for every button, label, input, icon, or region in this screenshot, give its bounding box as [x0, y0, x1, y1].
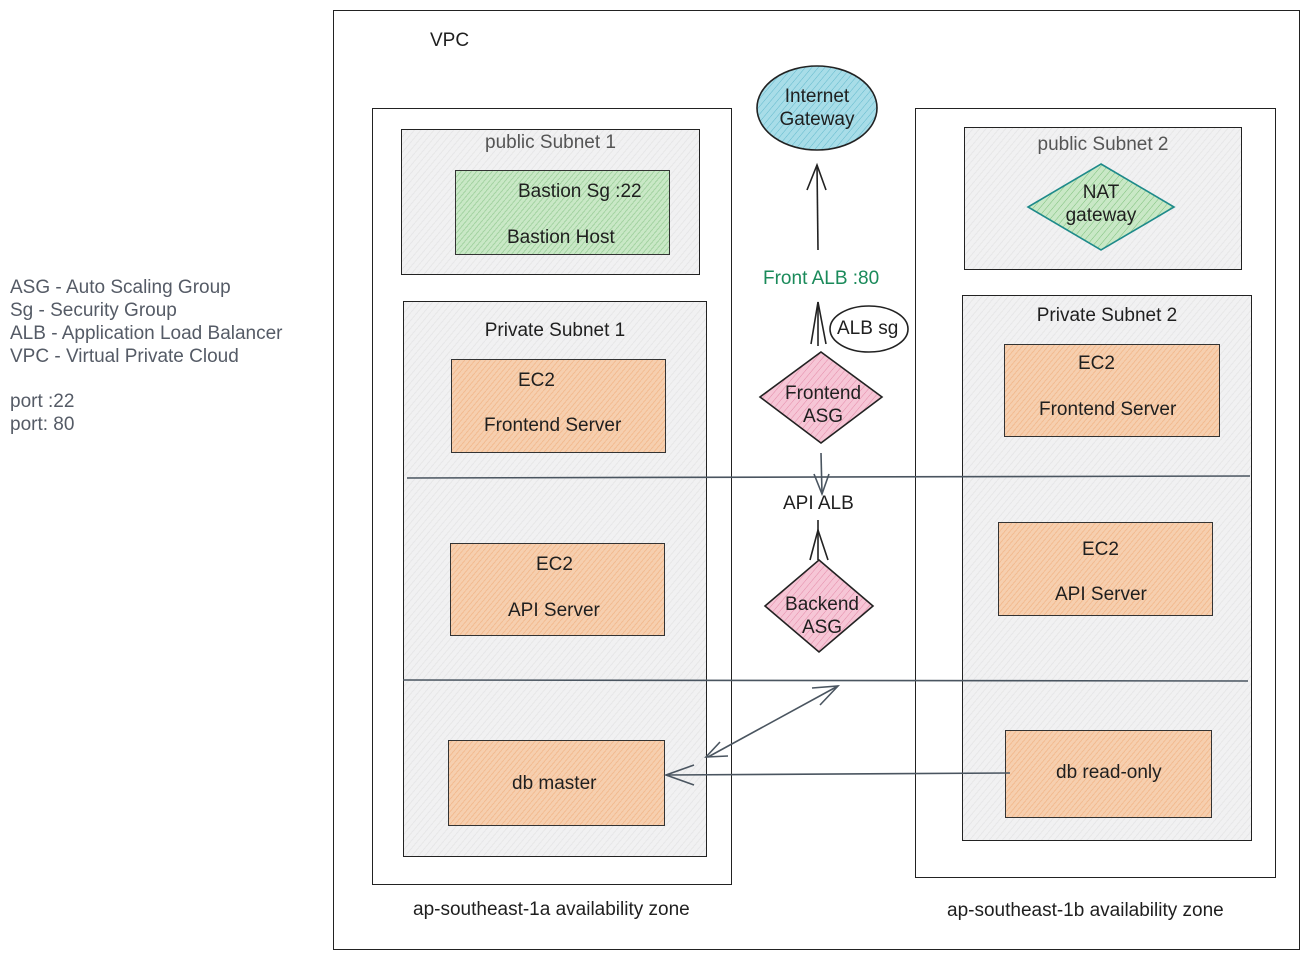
vpc-container [333, 10, 1300, 950]
legend-port-22: port :22 [10, 391, 75, 412]
frontend-asg-label: Frontend ASG [763, 382, 883, 428]
private-subnet-2-label: Private Subnet 2 [1036, 305, 1178, 326]
legend-alb: ALB - Application Load Balancer [10, 323, 283, 344]
arrowhead-api-alb [813, 473, 830, 497]
internet-gateway-line1: Internet [784, 86, 850, 107]
legend-port-80: port: 80 [10, 414, 75, 435]
legend-asg: ASG - Auto Scaling Group [10, 277, 231, 298]
db-read-only: db read-only [1005, 730, 1212, 818]
db-master: db master [448, 740, 665, 826]
frontend-server-b: EC2 Frontend Server [1004, 344, 1220, 437]
nat-gateway-shape [1026, 163, 1176, 251]
bastion-box: Bastion Sg :22 Bastion Host [455, 170, 670, 255]
legend-sg: Sg - Security Group [10, 300, 177, 321]
alb-sg-label: ALB sg [837, 318, 899, 339]
api-alb-label: API ALB [783, 493, 854, 514]
frontend-ec2-b-label: EC2 [1078, 353, 1115, 374]
public-subnet-1-label: public Subnet 1 [485, 132, 616, 153]
frontend-asg-shape [758, 351, 884, 445]
arrow-to-internet-gateway [816, 164, 819, 251]
nat-gateway-line1: NAT [1082, 182, 1120, 203]
backend-asg-label: Backend ASG [762, 593, 882, 639]
api-ec2-b-label: EC2 [1082, 539, 1119, 560]
front-alb-label: Front ALB :80 [763, 268, 880, 289]
arrowhead-db-master-top [704, 741, 729, 758]
zone-a-container [372, 108, 732, 885]
backend-asg-line1: Backend [785, 594, 859, 615]
arrow-replication [665, 772, 1011, 776]
arrowhead-front-alb [810, 301, 827, 345]
zone-b-container [915, 108, 1276, 878]
zone-a-label: ap-southeast-1a availability zone [413, 899, 690, 920]
db-read-only-label: db read-only [1056, 762, 1162, 783]
backend-asg-line2: ASG [801, 617, 843, 638]
public-subnet-2-label: public Subnet 2 [1037, 134, 1169, 155]
tier-divider-2 [402, 679, 1249, 682]
arrowhead-replication [663, 764, 695, 786]
internet-gateway-label: Internet Gateway [757, 85, 877, 131]
internet-gateway-line2: Gateway [779, 109, 855, 130]
frontend-ec2-a-label: EC2 [518, 370, 555, 391]
nat-gateway-line2: gateway [1065, 205, 1137, 226]
legend: ASG - Auto Scaling Group Sg - Security G… [10, 276, 283, 436]
nat-gateway-label: NAT gateway [1041, 181, 1161, 227]
private-subnet-1-label: Private Subnet 1 [484, 320, 626, 341]
arrow-to-api-alb [820, 452, 823, 495]
api-server-b-label: API Server [1055, 584, 1147, 605]
frontend-server-a: EC2 Frontend Server [451, 359, 666, 453]
bastion-host-label: Bastion Host [507, 227, 615, 248]
api-ec2-a-label: EC2 [536, 554, 573, 575]
api-server-b: EC2 API Server [998, 522, 1213, 616]
arrowhead-internet-gateway [806, 162, 827, 191]
legend-vpc: VPC - Virtual Private Cloud [10, 346, 239, 367]
frontend-server-a-label: Frontend Server [484, 415, 622, 436]
arrowhead-backend [811, 685, 841, 706]
api-server-a-label: API Server [508, 600, 600, 621]
frontend-asg-line2: ASG [802, 406, 844, 427]
backend-asg-shape [763, 558, 875, 654]
arrowhead-backend-api-alb [809, 527, 829, 561]
arrow-db-master-to-backend [707, 685, 839, 758]
vpc-label: VPC [430, 30, 470, 51]
internet-gateway-shape [756, 65, 878, 151]
db-master-label: db master [512, 773, 597, 794]
bastion-sg-label: Bastion Sg :22 [518, 181, 642, 202]
frontend-server-b-label: Frontend Server [1039, 399, 1177, 420]
alb-sg-shape [829, 305, 909, 353]
zone-b-label: ap-southeast-1b availability zone [947, 900, 1224, 921]
frontend-asg-line1: Frontend [784, 383, 862, 404]
api-server-a: EC2 API Server [450, 543, 665, 636]
